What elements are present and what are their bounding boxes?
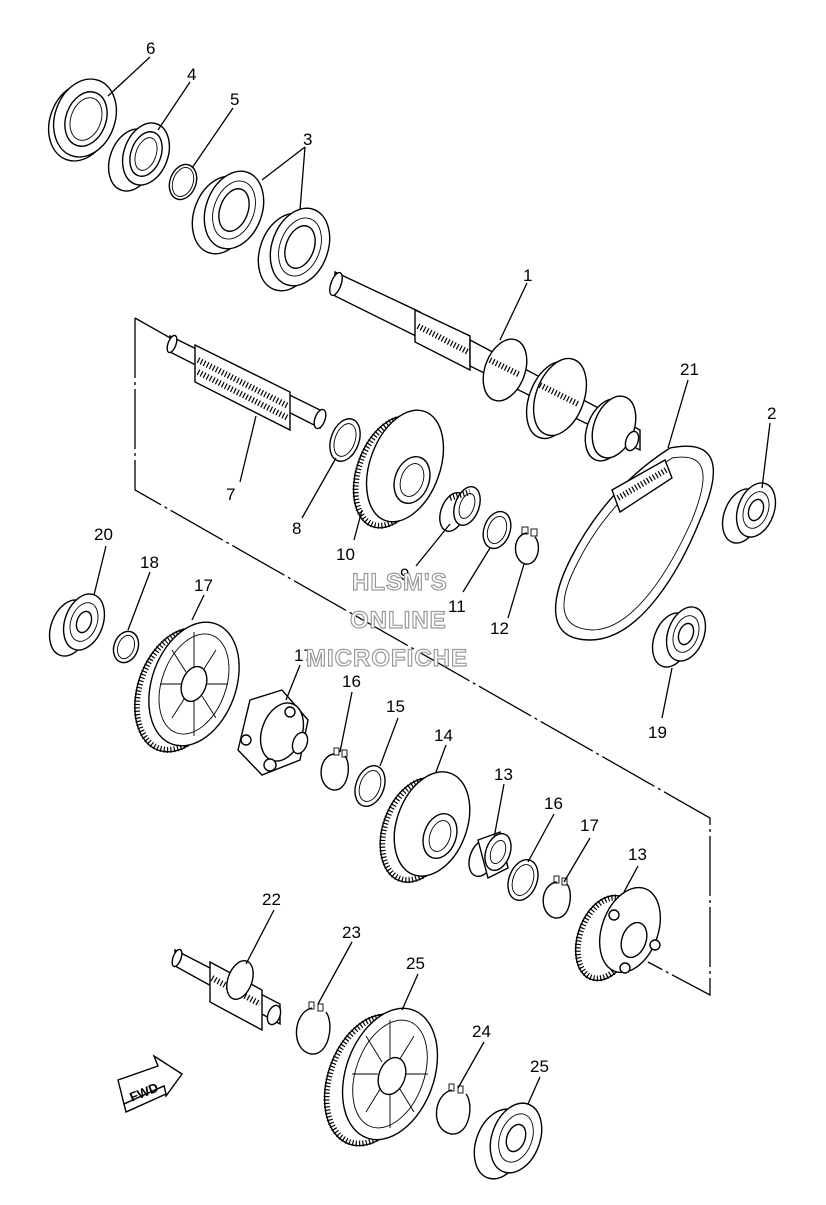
callout-14: 13: [494, 765, 513, 784]
part-25-circlip-b[interactable]: [435, 1083, 471, 1135]
callout-22: 20: [94, 525, 113, 544]
callout-16b: 16: [544, 794, 563, 813]
part-10-gear[interactable]: [339, 400, 457, 539]
part-5-o-ring[interactable]: [165, 161, 202, 204]
callout-19: 17: [194, 576, 213, 595]
part-17-circlip-a[interactable]: [320, 747, 349, 791]
watermark-line-3: MICROFICHE: [306, 645, 468, 672]
part-17-circlip-b[interactable]: [542, 875, 571, 919]
callout-13: 13: [628, 845, 647, 864]
part-11-washer[interactable]: [478, 508, 515, 553]
part-14-bushing[interactable]: [464, 830, 516, 880]
callout-20: 18: [140, 553, 159, 572]
callout-3: 3: [303, 130, 312, 149]
callout-5: 5: [230, 90, 239, 109]
part-24-drive-shaft[interactable]: [170, 948, 283, 1032]
part-3-bearing-b[interactable]: [248, 200, 340, 299]
part-26-gear[interactable]: [307, 995, 454, 1159]
part-25-circlip-a[interactable]: [295, 1001, 331, 1055]
leader-lines: [93, 56, 771, 1105]
callout-2: 2: [767, 404, 776, 423]
part-21-bearing[interactable]: [646, 602, 713, 673]
callout-21: 19: [648, 723, 667, 742]
part-27-bearing[interactable]: [465, 1096, 551, 1186]
callout-10: 10: [336, 545, 355, 564]
callout-12: 12: [490, 619, 509, 638]
forward-direction-arrow: FWD: [117, 1054, 184, 1113]
part-4-collar[interactable]: [100, 116, 177, 197]
callout-17a: 16: [342, 672, 361, 691]
callout-27: 25: [530, 1057, 549, 1076]
callout-8: 8: [292, 519, 301, 538]
part-20-washer[interactable]: [109, 628, 142, 666]
part-13-gear[interactable]: [565, 879, 672, 989]
callout-17b: 17: [580, 816, 599, 835]
callout-labels: 6 4 5 3 1 21 2 7 8 10 9 11 12 20 18 17 1…: [94, 39, 776, 1076]
callout-9: 9: [400, 565, 409, 584]
watermark-line-2: ONLINE: [350, 607, 447, 634]
callout-15: 14: [434, 726, 453, 745]
part-12-circlip[interactable]: [514, 526, 540, 565]
callout-16a: 15: [386, 697, 405, 716]
callout-11: 11: [448, 597, 466, 616]
part-23-drive-chain[interactable]: [554, 445, 714, 641]
callout-24: 22: [262, 890, 281, 909]
watermark-line-1: HLSM'S: [352, 569, 448, 596]
callout-23: 21: [680, 360, 699, 379]
callout-25b: 24: [472, 1022, 491, 1041]
part-15-gear[interactable]: [367, 761, 484, 892]
part-2-bearing[interactable]: [716, 478, 783, 549]
watermark: HLSM'S ONLINE MICROFICHE: [305, 568, 468, 672]
part-19-gear[interactable]: [119, 609, 256, 764]
part-6-oil-seal[interactable]: [38, 70, 127, 170]
part-8-washer[interactable]: [324, 415, 365, 466]
part-9-needle-bearing[interactable]: [435, 483, 485, 535]
callout-18: 17: [294, 646, 313, 665]
callout-25a: 23: [342, 923, 361, 942]
part-22-bearing[interactable]: [42, 588, 112, 661]
callout-1: 1: [523, 266, 532, 285]
callout-4: 4: [187, 65, 196, 84]
part-1-main-shaft[interactable]: [327, 270, 644, 467]
part-7-secondary-shaft[interactable]: [165, 334, 328, 432]
part-16-washer-b[interactable]: [503, 855, 544, 904]
part-18-dog[interactable]: [237, 689, 311, 776]
callout-7: 7: [226, 485, 235, 504]
callout-6: 6: [146, 39, 155, 58]
part-16-washer-a[interactable]: [350, 761, 391, 810]
callout-26: 25: [406, 954, 425, 973]
part-3-bearing-a[interactable]: [182, 163, 274, 262]
